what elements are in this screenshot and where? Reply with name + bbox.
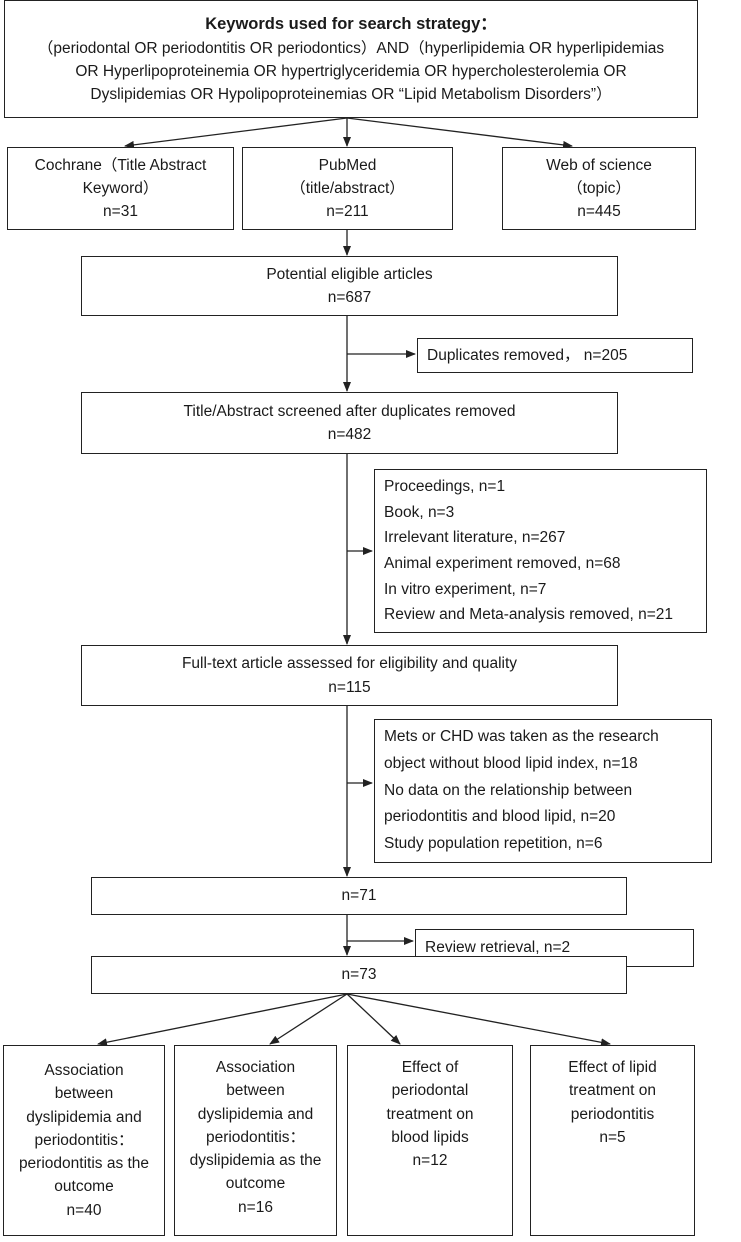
database-count: n=445 [577,203,621,221]
after-fulltext-count: n=71 [341,887,377,905]
outcome-label: between [226,1082,285,1100]
outcome-label: outcome [54,1178,114,1196]
excluded-fulltext-item: object without blood lipid index, n=18 [384,755,638,773]
arrow-search-to-wos [346,117,573,149]
excluded-screen-item: Proceedings, n=1 [384,478,506,496]
outcome-label: treatment on [386,1105,474,1123]
search-line: Dyslipidemias OR Hypolipoproteinemias OR… [90,86,612,103]
excluded-screen-box: Proceedings, n=1 Book, n=3 Irrelevant li… [374,469,707,633]
database-label: （topic） [567,179,631,197]
outcome-count: n=16 [238,1198,273,1216]
outcome-label: dyslipidemia and [26,1108,142,1126]
excluded-screen-item: In vitro experiment, n=7 [384,580,547,598]
final-included-count: n=73 [341,966,377,984]
database-pubmed-box: PubMed （title/abstract） n=211 [242,147,453,230]
screened-box: Title/Abstract screened after duplicates… [81,392,618,454]
arrow-final-to-outcome-3 [346,993,401,1045]
database-label: Web of science [546,156,652,174]
outcome-label: Association [44,1062,124,1080]
arrow-final-to-outcome-2 [269,993,348,1045]
outcome-count: n=5 [599,1128,626,1146]
screened-count: n=482 [327,426,372,443]
screened-label: Title/Abstract screened after duplicates… [183,402,516,420]
database-count: n=31 [103,203,138,221]
database-cochrane-box: Cochrane（Title Abstract Keyword） n=31 [7,147,234,230]
excluded-fulltext-item: Study population repetition, n=6 [384,834,603,852]
potential-eligible-box: Potential eligible articles n=687 [81,256,618,316]
after-fulltext-box: n=71 [91,877,627,915]
outcome-box-dyslipidemia-outcome: Association between dyslipidemia and per… [174,1045,337,1236]
potential-eligible-count: n=687 [327,289,372,306]
arrow-final-to-outcome-4 [346,993,611,1047]
outcome-label: Effect of lipid [568,1059,657,1076]
excluded-fulltext-item: Mets or CHD was taken as the research [384,728,659,746]
database-wos-box: Web of science （topic） n=445 [502,147,696,230]
outcome-label: periodontal [391,1082,469,1100]
database-count: n=211 [326,203,369,221]
fulltext-label: Full-text article assessed for eligibili… [181,655,518,673]
outcome-label: periodontitis as the [18,1155,150,1173]
outcome-count: n=40 [66,1201,102,1219]
database-label: Keyword） [82,179,159,197]
database-label: （title/abstract） [290,179,405,197]
database-label: Cochrane（Title Abstract [34,156,207,174]
outcome-label: periodontitis： [34,1131,134,1149]
outcome-box-periodontal-treatment: Effect of periodontal treatment on blood… [347,1045,513,1236]
excluded-fulltext-box: Mets or CHD was taken as the research ob… [374,719,712,863]
final-included-box: n=73 [91,956,627,994]
database-label: PubMed [318,156,377,174]
outcome-box-lipid-treatment: Effect of lipid treatment on periodontit… [530,1045,695,1236]
excluded-fulltext-item: periodontitis and blood lipid, n=20 [384,808,616,826]
excluded-screen-item: Book, n=3 [384,503,455,521]
outcome-count: n=12 [412,1152,448,1169]
excluded-fulltext-item: No data on the relationship between [384,781,633,799]
outcome-label: treatment on [568,1082,657,1100]
search-strategy-title: Keywords used for search strategy： [205,14,497,33]
fulltext-box: Full-text article assessed for eligibili… [81,645,618,706]
outcome-label: dyslipidemia as the [189,1152,322,1169]
fulltext-count: n=115 [328,678,371,696]
outcome-label: between [54,1085,114,1103]
excluded-screen-item: Animal experiment removed, n=68 [384,555,621,572]
duplicates-removed-box: Duplicates removed， n=205 [417,338,693,373]
excluded-screen-item: Irrelevant literature, n=267 [384,529,566,547]
arrow-final-to-outcome-1 [97,993,348,1047]
outcome-label: periodontitis [570,1105,655,1123]
outcome-label: outcome [225,1175,286,1193]
potential-eligible-label: Potential eligible articles [266,265,433,283]
excluded-screen-item: Review and Meta-analysis removed, n=21 [384,606,674,624]
arrow-search-to-cochrane [124,117,348,149]
duplicates-removed-label: Duplicates removed， n=205 [427,346,628,364]
outcome-label: Effect of [401,1059,459,1076]
review-retrieval-label: Review retrieval, n=2 [425,939,571,957]
outcome-box-periodontitis-outcome: Association between dyslipidemia and per… [3,1045,165,1236]
search-line: （periodontal OR periodontitis OR periodo… [37,39,665,57]
outcome-label: blood lipids [391,1128,469,1146]
outcome-label: periodontitis： [205,1128,306,1146]
outcome-label: Association [215,1059,296,1076]
outcome-label: dyslipidemia and [197,1105,314,1123]
search-strategy-box: Keywords used for search strategy： （peri… [4,0,698,118]
search-line: OR Hyperlipoproteinemia OR hypertriglyce… [75,62,627,80]
